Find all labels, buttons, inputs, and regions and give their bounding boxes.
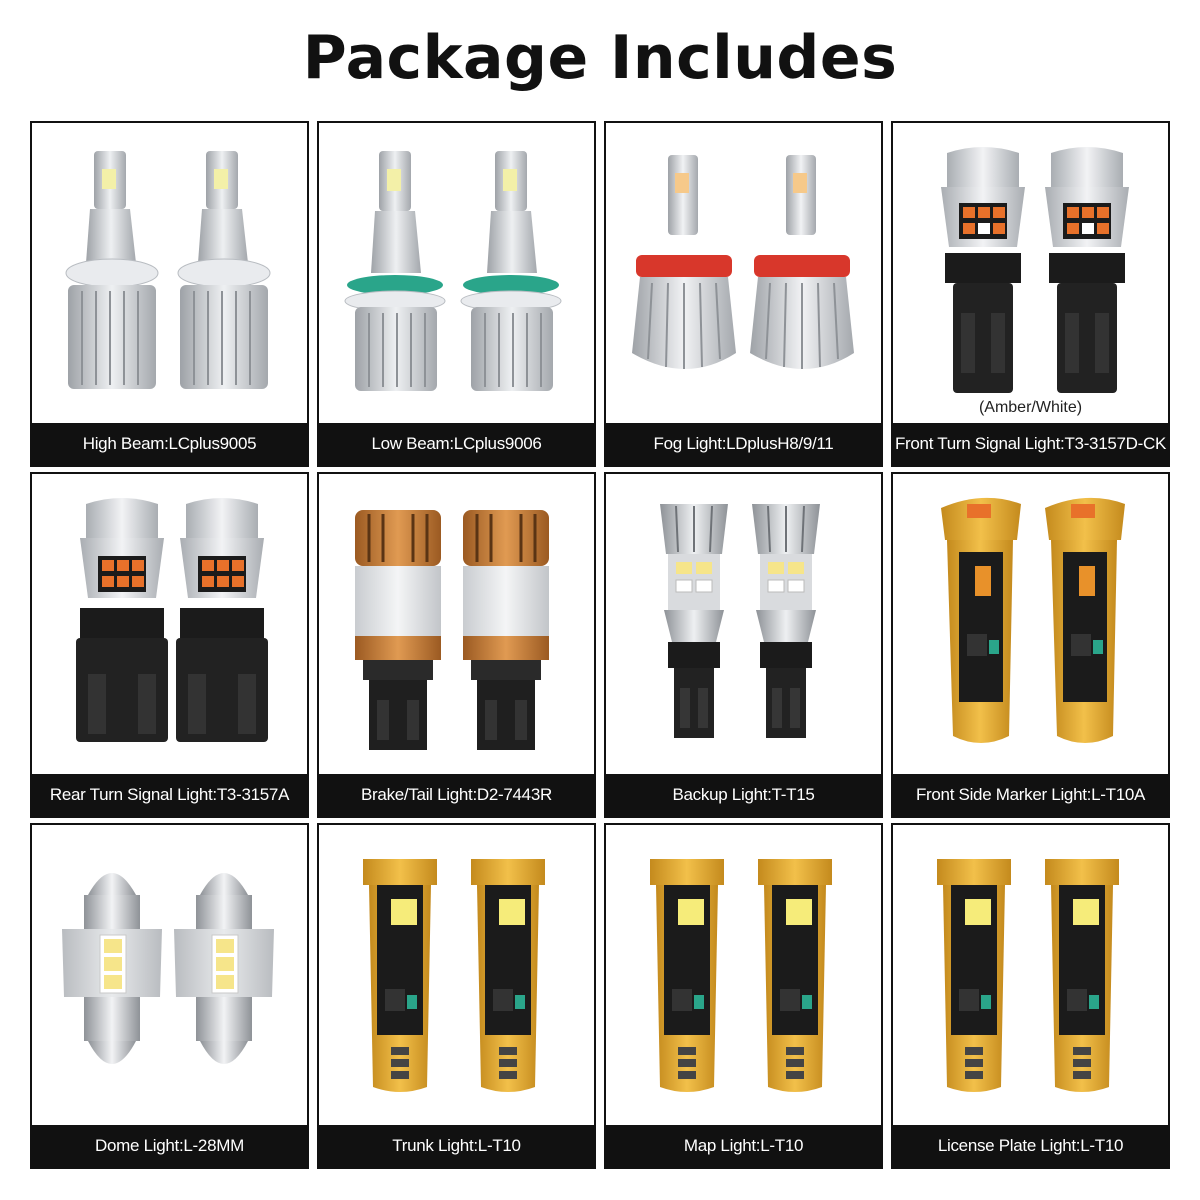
package-item: Front Side Marker Light:L-T10A bbox=[891, 472, 1170, 818]
package-item: Rear Turn Signal Light:T3-3157A bbox=[30, 472, 309, 818]
package-item: (Amber/White) Front Turn Signal Light:T3… bbox=[891, 121, 1170, 467]
item-caption: Map Light:L-T10 bbox=[606, 1125, 881, 1167]
page-title: Package Includes bbox=[302, 23, 898, 93]
t10-white-icon bbox=[319, 825, 594, 1125]
festoon-28mm-icon bbox=[32, 825, 307, 1125]
backup-t15-icon bbox=[606, 474, 881, 774]
item-caption: Front Side Marker Light:L-T10A bbox=[893, 774, 1168, 816]
headlight-9006-icon bbox=[319, 123, 594, 423]
package-item: Low Beam:LCplus9006 bbox=[317, 121, 596, 467]
package-item: License Plate Light:L-T10 bbox=[891, 823, 1170, 1169]
item-caption: Rear Turn Signal Light:T3-3157A bbox=[32, 774, 307, 816]
brake-7443-icon bbox=[319, 474, 594, 774]
package-item: Dome Light:L-28MM bbox=[30, 823, 309, 1169]
package-item: Map Light:L-T10 bbox=[604, 823, 883, 1169]
headlight-9005-icon bbox=[32, 123, 307, 423]
item-caption: Low Beam:LCplus9006 bbox=[319, 423, 594, 465]
item-caption: Backup Light:T-T15 bbox=[606, 774, 881, 816]
t10-amber-icon bbox=[893, 474, 1168, 774]
t10-white-icon bbox=[893, 825, 1168, 1125]
package-item: High Beam:LCplus9005 bbox=[30, 121, 309, 467]
package-grid: High Beam:LCplus9005 bbox=[30, 121, 1171, 1169]
package-item: Fog Light:LDplusH8/9/11 bbox=[604, 121, 883, 467]
item-caption: Brake/Tail Light:D2-7443R bbox=[319, 774, 594, 816]
item-caption: Dome Light:L-28MM bbox=[32, 1125, 307, 1167]
item-caption: License Plate Light:L-T10 bbox=[893, 1125, 1168, 1167]
color-note: (Amber/White) bbox=[978, 399, 1083, 416]
fog-h11-icon bbox=[606, 123, 881, 423]
item-caption: Fog Light:LDplusH8/9/11 bbox=[606, 423, 881, 465]
turn-3157-icon bbox=[32, 474, 307, 774]
item-caption: Trunk Light:L-T10 bbox=[319, 1125, 594, 1167]
t10-white-icon bbox=[606, 825, 881, 1125]
package-item: Trunk Light:L-T10 bbox=[317, 823, 596, 1169]
package-item: Backup Light:T-T15 bbox=[604, 472, 883, 818]
item-caption: High Beam:LCplus9005 bbox=[32, 423, 307, 465]
turn-3157-icon bbox=[893, 123, 1168, 423]
item-caption: Front Turn Signal Light:T3-3157D-CK bbox=[893, 423, 1168, 465]
package-item: Brake/Tail Light:D2-7443R bbox=[317, 472, 596, 818]
